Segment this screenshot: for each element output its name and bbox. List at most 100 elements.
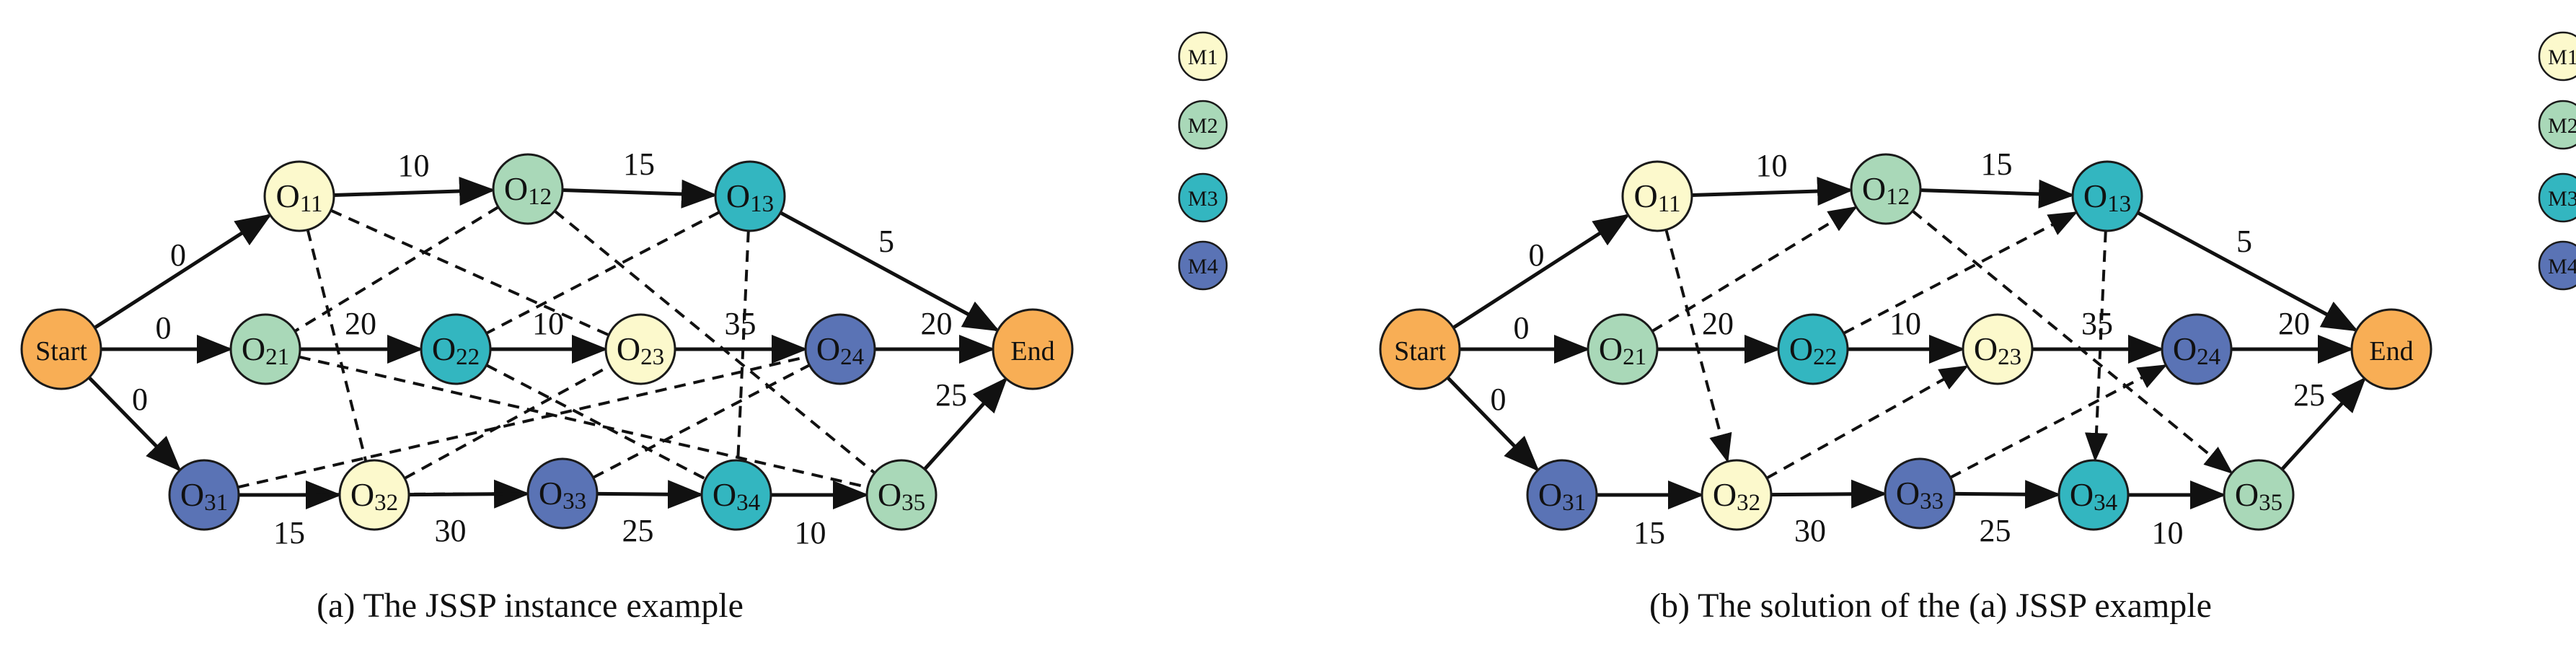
instance-edge-start-O11 bbox=[93, 214, 273, 330]
solution-node-O24: O24 bbox=[2161, 313, 2233, 385]
solution-caption: (b) The solution of the (a) JSSP example bbox=[1649, 587, 2212, 625]
solution-node-text-O12: O bbox=[1862, 170, 1886, 207]
solution-node-O35: O35 bbox=[2223, 459, 2295, 531]
solution-edge-label-O12-O13: 15 bbox=[1981, 146, 2013, 182]
solution-node-label-end: End bbox=[2369, 336, 2413, 367]
solution-node-circle-O11 bbox=[1621, 160, 1693, 232]
instance-edge-label-start-O31: 0 bbox=[132, 382, 148, 417]
instance-node-sub-O23: 23 bbox=[640, 344, 664, 370]
solution-legend-label-M2: M2 bbox=[2548, 114, 2576, 138]
instance-node-sub-O11: 11 bbox=[300, 191, 323, 217]
solution-edge-label-start-O31: 0 bbox=[1491, 382, 1507, 417]
instance-node-label-O35: O35 bbox=[878, 476, 925, 516]
instance-node-start: Start bbox=[20, 308, 102, 390]
instance-legend-swatch-M4 bbox=[1178, 240, 1228, 291]
solution-edge-label-O35-end: 25 bbox=[2293, 377, 2325, 413]
solution-node-circle-O21 bbox=[1587, 313, 1659, 385]
instance-node-text-end: End bbox=[1010, 336, 1054, 367]
solution-edge-label-O34-O35: 10 bbox=[2152, 515, 2184, 550]
instance-edge-start-O31 bbox=[87, 376, 182, 472]
instance-disjunctive-O11-O23 bbox=[330, 209, 610, 337]
instance-node-text-O35: O bbox=[878, 476, 901, 513]
solution-node-circle-O32 bbox=[1701, 459, 1773, 531]
instance-edge-label-O22-O23: 10 bbox=[532, 306, 564, 341]
instance-edge-label-O13-end: 5 bbox=[878, 224, 894, 259]
instance-node-circle-O13 bbox=[714, 160, 786, 232]
instance-node-sub-O32: 32 bbox=[374, 490, 398, 516]
solution-node-text-O32: O bbox=[1713, 476, 1737, 513]
solution-node-end: End bbox=[2350, 308, 2432, 390]
solution-node-start: Start bbox=[1379, 308, 1461, 390]
solution-legend-label-M1: M1 bbox=[2548, 45, 2576, 69]
instance-node-label-O11: O11 bbox=[275, 177, 322, 217]
instance-node-sub-O33: 33 bbox=[563, 488, 586, 514]
instance-legend-label-M3: M3 bbox=[1188, 187, 1218, 211]
solution-node-label-O33: O33 bbox=[1896, 475, 1944, 514]
solution-disjunctive-O11-O32 bbox=[1664, 229, 1732, 463]
instance-legend-M3: M3 bbox=[1178, 172, 1228, 223]
solution-node-sub-O31: 31 bbox=[1562, 490, 1586, 516]
solution-edge-label-O22-O23: 10 bbox=[1889, 306, 1921, 341]
solution-edge-label-O11-O12: 10 bbox=[1756, 148, 1788, 183]
solution-edge-O12-O13 bbox=[1920, 179, 2076, 209]
solution-legend-M4: M4 bbox=[2538, 240, 2576, 291]
solution-node-text-O33: O bbox=[1896, 475, 1920, 512]
instance-edge-label-start-O21: 0 bbox=[156, 310, 172, 346]
instance-edge-O12-O13 bbox=[562, 179, 718, 209]
solution-node-label-O12: O12 bbox=[1862, 170, 1910, 210]
instance-node-O11: O11 bbox=[263, 160, 335, 232]
instance-node-text-O13: O bbox=[726, 177, 750, 214]
solution-node-label-O31: O31 bbox=[1538, 476, 1586, 516]
instance-node-sub-O35: 35 bbox=[901, 490, 925, 516]
instance-edge-O32-O33 bbox=[408, 479, 531, 509]
instance-edge-label-O11-O12: 10 bbox=[398, 148, 430, 183]
instance-node-O22: O22 bbox=[420, 313, 492, 385]
instance-node-sub-O31: 31 bbox=[204, 490, 228, 516]
instance-node-O35: O35 bbox=[865, 459, 938, 531]
instance-node-label-start: Start bbox=[35, 336, 87, 367]
instance-node-O31: O31 bbox=[168, 459, 240, 531]
solution-node-O32: O32 bbox=[1701, 459, 1773, 531]
instance-node-text-O34: O bbox=[713, 476, 736, 513]
instance-node-label-O24: O24 bbox=[816, 330, 864, 370]
solution-legend-swatch-M1 bbox=[2538, 31, 2576, 82]
instance-disjunctive-O11-O32 bbox=[306, 229, 368, 462]
solution-legend-M3: M3 bbox=[2538, 172, 2576, 223]
instance-node-O12: O12 bbox=[492, 153, 564, 225]
solution-edge-label-O32-O33: 30 bbox=[1794, 513, 1826, 548]
solution-node-text-O21: O bbox=[1599, 330, 1623, 367]
instance-node-circle-O21 bbox=[229, 313, 301, 385]
solution-edge-label-start-O21: 0 bbox=[1514, 310, 1530, 346]
instance-node-circle-O23 bbox=[604, 313, 676, 385]
solution-edge-label-O23-O24: 35 bbox=[2081, 306, 2113, 341]
solution-node-circle-O22 bbox=[1777, 313, 1849, 385]
instance-node-circle-O33 bbox=[526, 457, 599, 530]
solution-node-label-start: Start bbox=[1394, 336, 1446, 367]
solution-disjunctive-O12-O35 bbox=[1911, 209, 2233, 474]
instance-edge-label-O21-O22: 20 bbox=[345, 306, 376, 341]
solution-node-text-O24: O bbox=[2173, 330, 2197, 367]
solution-node-label-O11: O11 bbox=[1633, 177, 1680, 217]
instance-node-label-O21: O21 bbox=[242, 330, 289, 370]
instance-node-end: End bbox=[992, 308, 1074, 390]
instance-legend-M4: M4 bbox=[1178, 240, 1228, 291]
instance-node-O33: O33 bbox=[526, 457, 599, 530]
instance-edge-label-O35-end: 25 bbox=[935, 377, 967, 413]
instance-node-label-O13: O13 bbox=[726, 177, 774, 217]
instance-disjunctive-O12-O21 bbox=[294, 206, 500, 333]
instance-disjunctive-O12-O35 bbox=[553, 209, 876, 475]
solution-node-sub-O13: 13 bbox=[2107, 191, 2131, 217]
instance-edge-label-O34-O35: 10 bbox=[795, 515, 826, 550]
solution-node-text-O23: O bbox=[1974, 330, 1998, 367]
instance-node-text-O33: O bbox=[539, 475, 563, 512]
solution-edge-label-O21-O22: 20 bbox=[1702, 306, 1734, 341]
solution-node-label-O24: O24 bbox=[2173, 330, 2220, 370]
solution-node-text-start: Start bbox=[1394, 336, 1446, 367]
solution-node-circle-O13 bbox=[2071, 160, 2143, 232]
instance-node-text-O12: O bbox=[504, 170, 528, 207]
solution-disjunctive-O32-O23 bbox=[1765, 365, 1969, 480]
instance-node-O13: O13 bbox=[714, 160, 786, 232]
solution-node-O23: O23 bbox=[1962, 313, 2034, 385]
instance-legend-swatch-M3 bbox=[1178, 172, 1228, 223]
